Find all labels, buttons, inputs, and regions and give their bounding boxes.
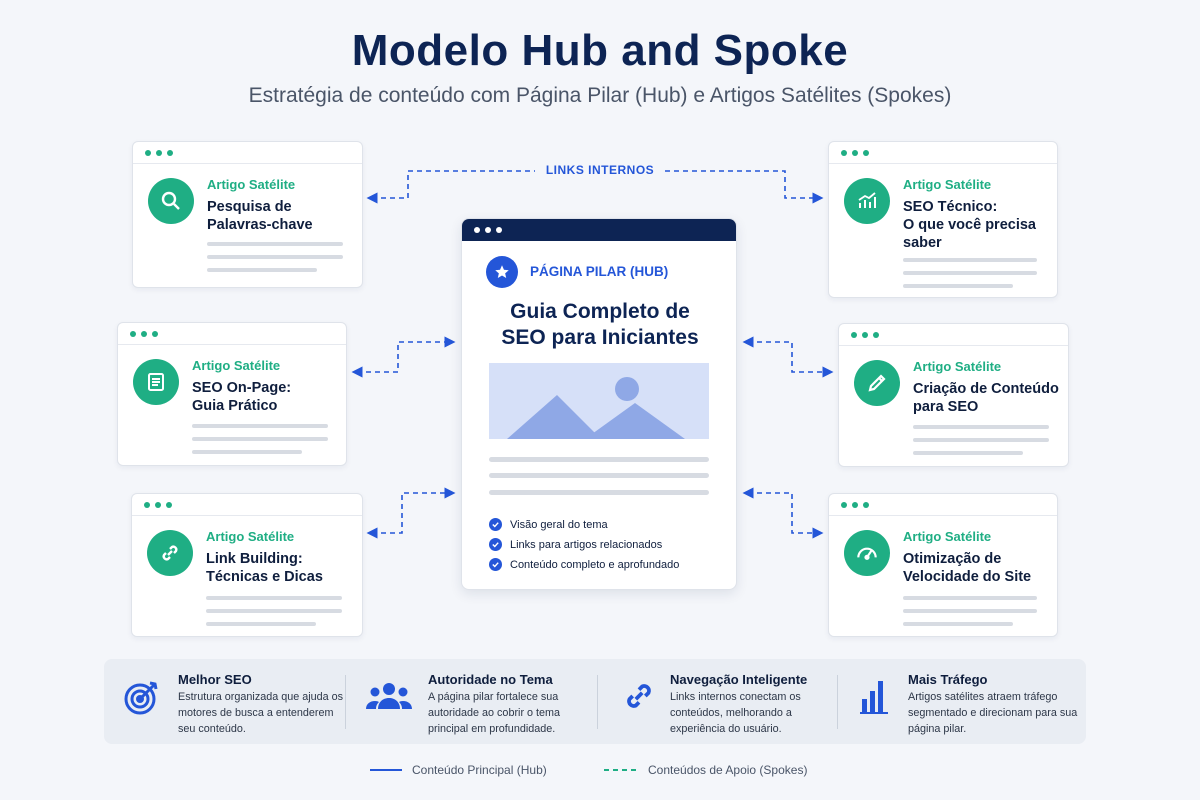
checklist-item: Conteúdo completo e aprofundado bbox=[489, 558, 679, 571]
satellite-title: SEO On-Page:Guia Prático bbox=[192, 380, 292, 414]
window-bar bbox=[118, 323, 346, 345]
search-icon bbox=[148, 178, 194, 224]
document-icon bbox=[133, 359, 179, 405]
connector-top-left bbox=[366, 170, 535, 204]
image-placeholder-icon bbox=[489, 363, 709, 439]
legend-hub: Conteúdo Principal (Hub) bbox=[370, 763, 547, 777]
hub-tag: PÁGINA PILAR (HUB) bbox=[530, 264, 669, 279]
check-icon bbox=[489, 518, 502, 531]
window-bar bbox=[132, 494, 362, 516]
legend-spokes: Conteúdos de Apoio (Spokes) bbox=[604, 763, 807, 777]
link-icon bbox=[620, 677, 658, 720]
benefit-item: Autoridade no Tema A página pilar fortal… bbox=[354, 659, 594, 744]
satellite-tag: Artigo Satélite bbox=[192, 358, 281, 373]
connector-top-right bbox=[665, 170, 824, 204]
satellite-title: Link Building:Técnicas e Dicas bbox=[206, 551, 323, 585]
dashed-line-icon bbox=[604, 769, 638, 771]
pencil-icon bbox=[854, 360, 900, 406]
window-bar bbox=[839, 324, 1068, 346]
satellite-tag: Artigo Satélite bbox=[903, 529, 992, 544]
checklist-item: Visão geral do tema bbox=[489, 518, 608, 531]
window-bar bbox=[829, 142, 1057, 164]
satellite-card-linkbuilding[interactable]: Artigo Satélite Link Building:Técnicas e… bbox=[131, 493, 363, 637]
solid-line-icon bbox=[370, 769, 402, 771]
window-bar bbox=[462, 219, 736, 241]
satellite-card-onpage[interactable]: Artigo Satélite SEO On-Page:Guia Prático bbox=[117, 322, 347, 466]
benefit-item: Mais Tráfego Artigos satélites atraem tr… bbox=[846, 659, 1086, 744]
benefit-item: Melhor SEO Estrutura organizada que ajud… bbox=[104, 659, 344, 744]
connector-mid-right bbox=[742, 336, 834, 378]
connector-bottom-right bbox=[742, 487, 824, 539]
window-bar bbox=[133, 142, 362, 164]
bar-chart-icon bbox=[860, 677, 890, 720]
satellite-card-technical[interactable]: Artigo Satélite SEO Técnico:O que você p… bbox=[828, 141, 1058, 298]
page-title: Modelo Hub and Spoke bbox=[351, 26, 849, 75]
star-icon bbox=[486, 256, 518, 288]
target-icon bbox=[122, 677, 162, 722]
links-internos-label: LINKS INTERNOS bbox=[545, 163, 655, 177]
benefit-item: Navegação Inteligente Links internos con… bbox=[604, 659, 844, 744]
check-icon bbox=[489, 558, 502, 571]
benefits-panel: Melhor SEO Estrutura organizada que ajud… bbox=[104, 659, 1086, 744]
satellite-tag: Artigo Satélite bbox=[913, 359, 1002, 374]
satellite-tag: Artigo Satélite bbox=[207, 177, 296, 192]
satellite-tag: Artigo Satélite bbox=[903, 177, 992, 192]
window-bar bbox=[829, 494, 1057, 516]
speedometer-icon bbox=[844, 530, 890, 576]
satellite-tag: Artigo Satélite bbox=[206, 529, 295, 544]
checklist-item: Links para artigos relacionados bbox=[489, 538, 662, 551]
connector-mid-left bbox=[351, 336, 456, 378]
link-icon bbox=[147, 530, 193, 576]
users-icon bbox=[366, 677, 412, 722]
page-subtitle: Estratégia de conteúdo com Página Pilar … bbox=[248, 84, 952, 107]
connector-bottom-left bbox=[366, 487, 456, 539]
chart-icon bbox=[844, 178, 890, 224]
check-icon bbox=[489, 538, 502, 551]
